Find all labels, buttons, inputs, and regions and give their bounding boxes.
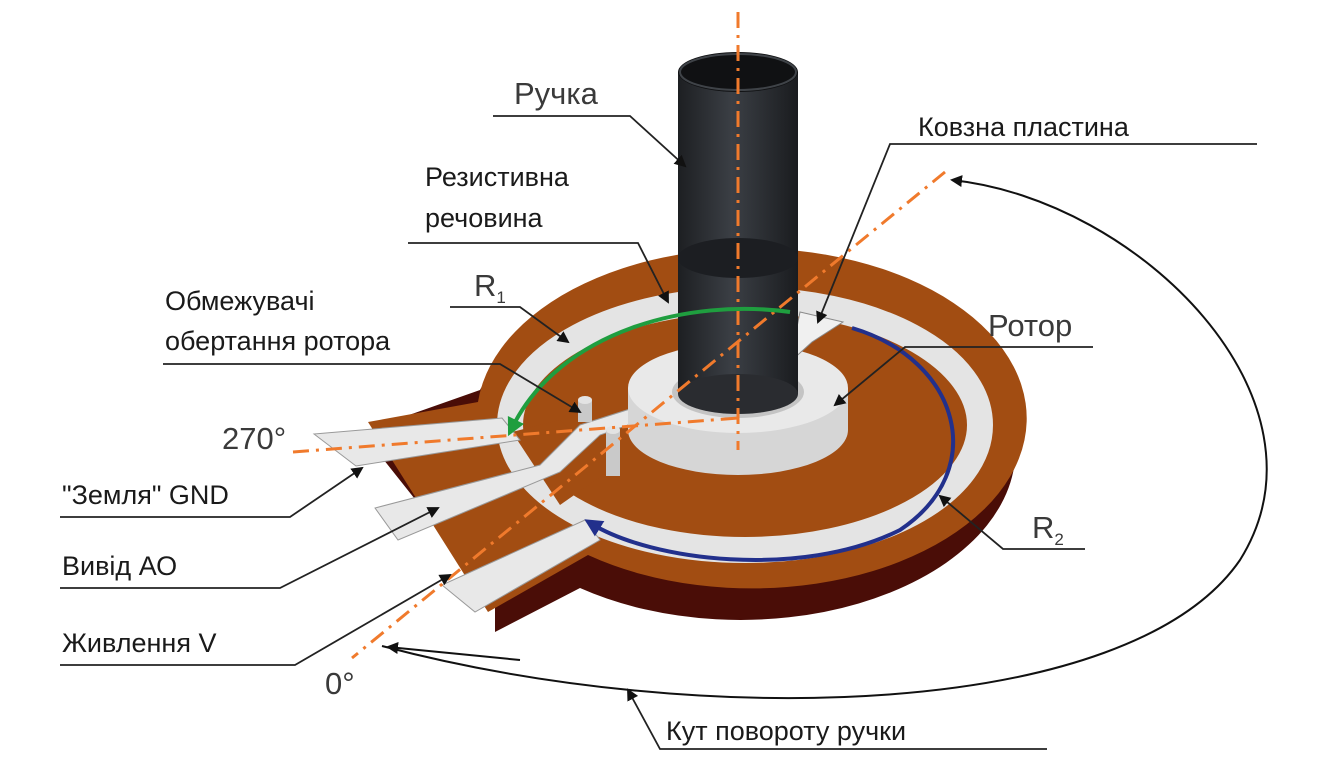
label-handle: Ручка — [514, 76, 599, 111]
label-r2: R2 — [1032, 510, 1064, 549]
rotation-angle-arc — [381, 175, 1268, 700]
r1-arrow — [507, 306, 791, 437]
leader-lines — [60, 115, 1257, 750]
potentiometer-body — [312, 52, 1027, 632]
label-wiper: Ковзна пластина — [918, 112, 1130, 142]
leader-wiper — [816, 143, 1257, 324]
label-rotation-angle: Кут повороту ручки — [666, 716, 906, 746]
label-supply: Живлення V — [62, 628, 216, 658]
label-resistive-sub: речовина — [425, 203, 544, 233]
label-angle-0: 0° — [325, 666, 355, 701]
label-resistive-main: Резистивна — [425, 162, 570, 192]
leader-handle — [493, 115, 687, 168]
rotation-angle-arc-start — [386, 642, 521, 661]
labels: Ручка Резистивна речовина Ковзна пластин… — [62, 76, 1130, 746]
label-output: Вивід АО — [62, 551, 177, 581]
leader-supply — [60, 573, 452, 666]
leader-r1 — [450, 306, 570, 344]
r2-arrow — [584, 326, 955, 562]
label-r1: R1 — [474, 268, 506, 307]
leader-gnd — [60, 466, 364, 518]
label-rotor: Ротор — [988, 308, 1072, 343]
terminal-supply — [441, 519, 601, 613]
leader-limiters — [163, 363, 582, 414]
leader-resistive — [408, 242, 669, 304]
label-limiters-main: Обмежувачі — [165, 286, 315, 316]
leader-rotation-angle — [627, 688, 1047, 750]
leader-r2 — [938, 494, 1085, 550]
label-gnd: "Земля" GND — [62, 480, 229, 510]
label-angle-270: 270° — [222, 421, 286, 456]
leader-output — [60, 507, 440, 589]
label-limiters-sub: обертання ротора — [165, 326, 391, 356]
leader-rotor — [833, 346, 1093, 407]
